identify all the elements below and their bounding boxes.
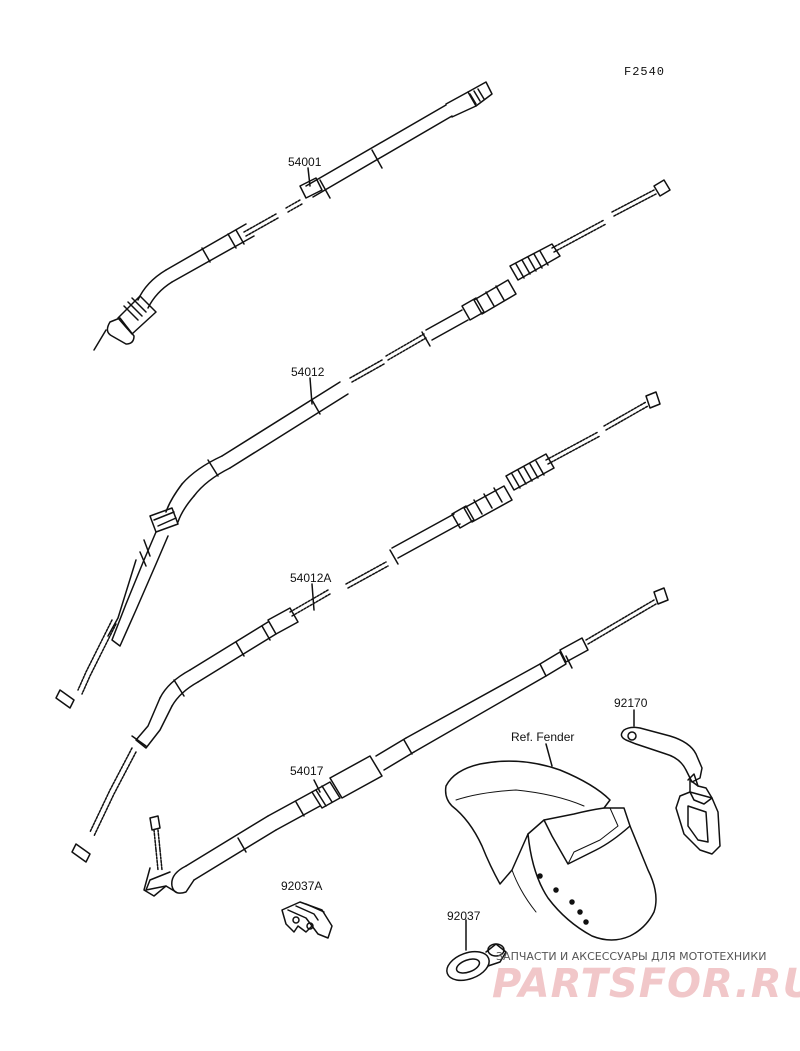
fender-drawing [444,760,657,941]
watermark-logo: PARTSFOR.RU [492,961,800,1007]
grommet-drawing [446,943,507,982]
part-label-92170[interactable]: 92170 [614,696,648,710]
figure-code: F2540 [624,65,666,79]
clamp-drawing [281,901,333,939]
ref-fender-label: Ref. Fender [511,730,575,744]
watermark-tagline: ЗАПЧАСТИ И АКСЕССУАРЫ ДЛЯ МОТОТЕХНИКИ [496,950,767,963]
clutch-cable-drawing [143,587,669,897]
leader-54012 [309,377,313,405]
part-label-54012[interactable]: 54012 [291,365,325,379]
part-label-54012a[interactable]: 54012A [290,571,332,585]
part-label-92037[interactable]: 92037 [447,909,481,923]
throttle-cable-54012a-drawing [71,391,661,863]
leader-fender [545,743,553,767]
leader-54012a [311,583,315,611]
bracket-drawing [620,726,721,855]
throttle-cable-54012-drawing [55,179,671,709]
leader-54017 [313,779,321,793]
part-label-92037a[interactable]: 92037A [281,879,323,893]
part-label-54001[interactable]: 54001 [288,155,322,169]
speedometer-cable-drawing [93,81,493,351]
part-label-54017[interactable]: 54017 [290,764,324,778]
leader-54001 [307,167,311,187]
